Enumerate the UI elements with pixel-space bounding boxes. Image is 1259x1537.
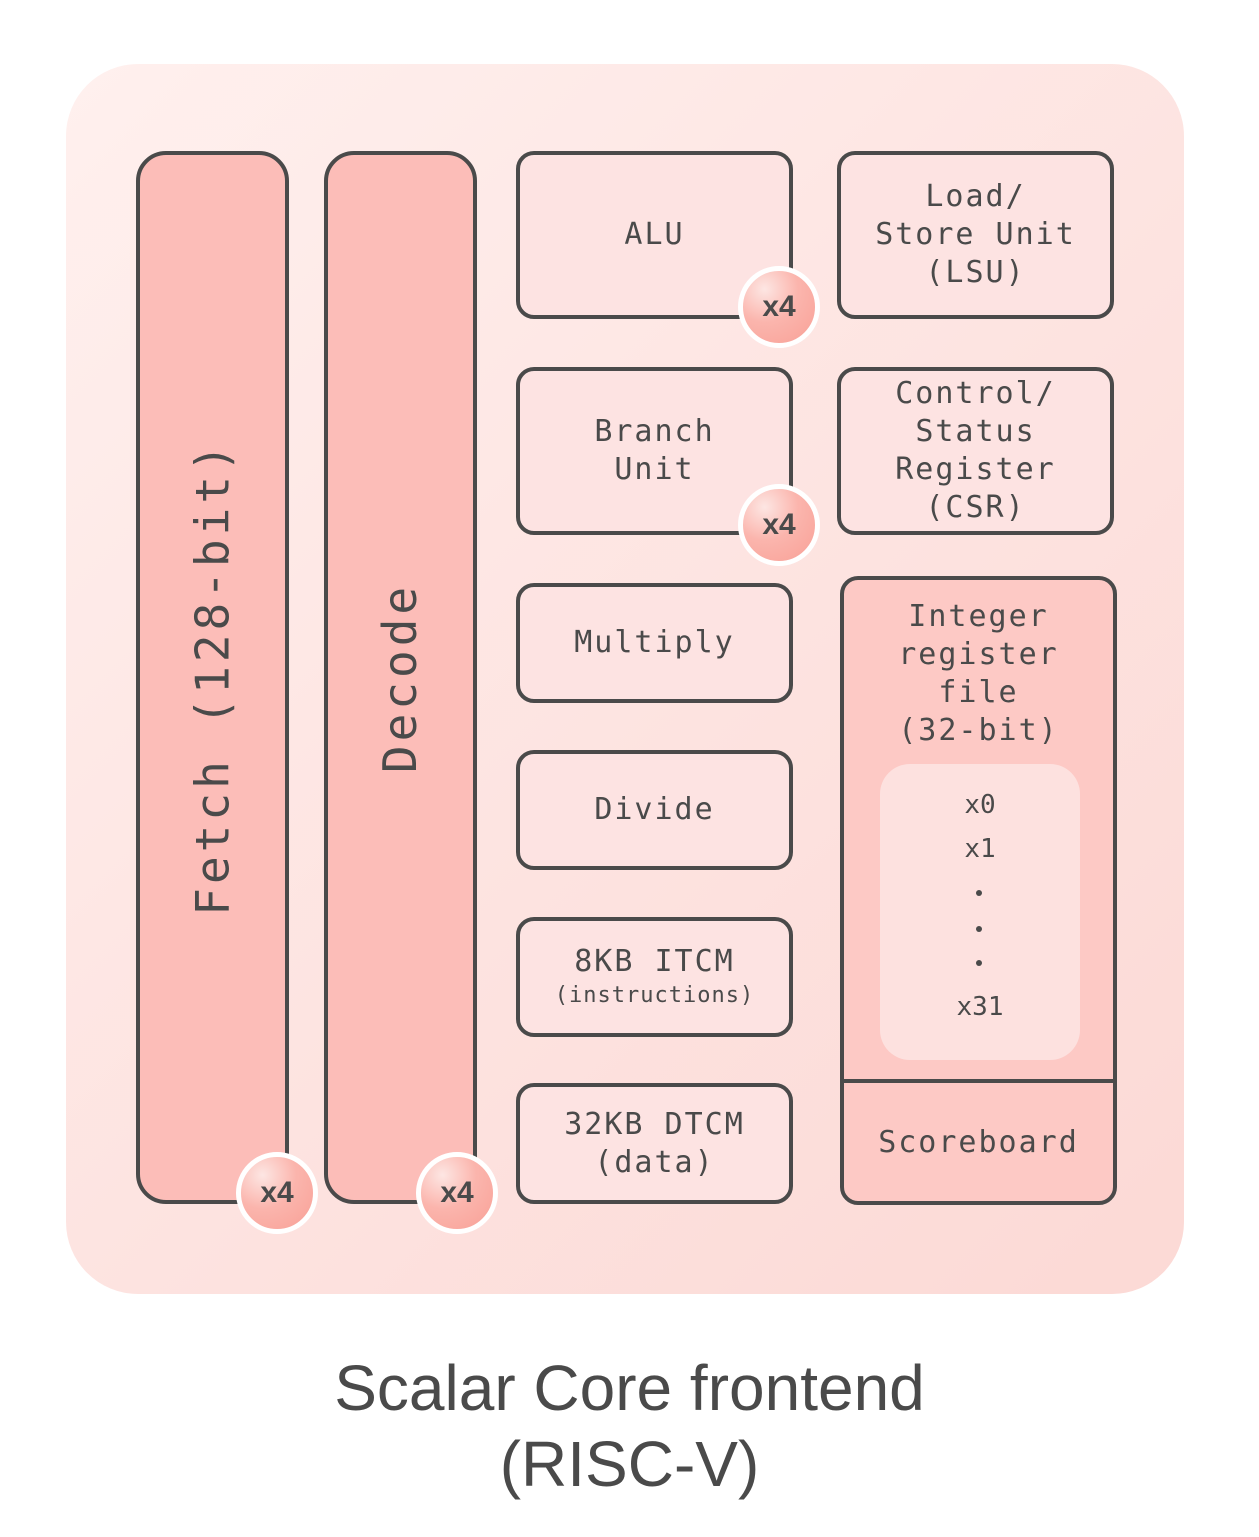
fetch-multiplier-badge: x4 bbox=[236, 1152, 318, 1234]
register-x0: x0 bbox=[964, 790, 996, 820]
ellipsis-dot bbox=[976, 890, 982, 896]
dtcm-label-line2: (data) bbox=[594, 1144, 715, 1180]
register-x31: x31 bbox=[956, 992, 1004, 1022]
register-file-title: Integer register file (32-bit) bbox=[844, 598, 1113, 750]
divide-block: Divide bbox=[516, 750, 793, 870]
itcm-label-line2: (instructions) bbox=[554, 983, 755, 1008]
ellipsis-dot bbox=[976, 926, 982, 932]
multiply-label: Multiply bbox=[574, 625, 735, 660]
scoreboard-label: Scoreboard bbox=[878, 1124, 1079, 1160]
decode-multiplier-badge: x4 bbox=[416, 1152, 498, 1234]
divide-label: Divide bbox=[594, 792, 715, 827]
branch-label-line2: Unit bbox=[614, 452, 695, 487]
csr-label-line3: Register bbox=[895, 452, 1056, 487]
dtcm-label-line1: 32KB DTCM bbox=[564, 1106, 745, 1142]
register-file-title-line1: Integer bbox=[908, 599, 1049, 634]
itcm-label-line1: 8KB ITCM bbox=[574, 944, 735, 979]
csr-label-line2: Status bbox=[915, 414, 1036, 449]
fetch-label: Fetch (128-bit) bbox=[185, 439, 240, 916]
fetch-block: Fetch (128-bit) bbox=[136, 151, 289, 1204]
integer-register-file: Integer register file (32-bit) x0 x1 x31… bbox=[840, 576, 1117, 1205]
lsu-block: Load/ Store Unit (LSU) bbox=[837, 151, 1114, 319]
branch-label-line1: Branch bbox=[594, 414, 715, 449]
diagram-title-line1: Scalar Core frontend bbox=[334, 1352, 925, 1424]
alu-label: ALU bbox=[624, 217, 685, 252]
scoreboard-block: Scoreboard bbox=[844, 1079, 1113, 1201]
csr-block: Control/ Status Register (CSR) bbox=[837, 367, 1114, 535]
alu-multiplier-badge: x4 bbox=[738, 266, 820, 348]
diagram-title-line2: (RISC-V) bbox=[499, 1428, 760, 1500]
register-file-title-line2: register bbox=[898, 637, 1059, 672]
multiply-block: Multiply bbox=[516, 583, 793, 703]
lsu-label-line1: Load/ bbox=[925, 179, 1026, 214]
csr-label-line4: (CSR) bbox=[925, 490, 1026, 525]
branch-multiplier-badge: x4 bbox=[738, 484, 820, 566]
lsu-label-line3: (LSU) bbox=[925, 255, 1026, 290]
register-file-title-line3: file bbox=[938, 675, 1019, 710]
itcm-block: 8KB ITCM (instructions) bbox=[516, 917, 793, 1037]
register-file-title-line4: (32-bit) bbox=[898, 713, 1059, 748]
ellipsis-dot bbox=[976, 960, 982, 966]
decode-block: Decode bbox=[324, 151, 477, 1204]
decode-label: Decode bbox=[373, 582, 428, 773]
lsu-label-line2: Store Unit bbox=[875, 217, 1076, 252]
register-x1: x1 bbox=[964, 834, 996, 864]
csr-label-line1: Control/ bbox=[895, 376, 1056, 411]
dtcm-block: 32KB DTCM (data) bbox=[516, 1083, 793, 1204]
diagram-title: Scalar Core frontend (RISC-V) bbox=[0, 1350, 1259, 1502]
register-list: x0 x1 x31 bbox=[880, 764, 1080, 1060]
